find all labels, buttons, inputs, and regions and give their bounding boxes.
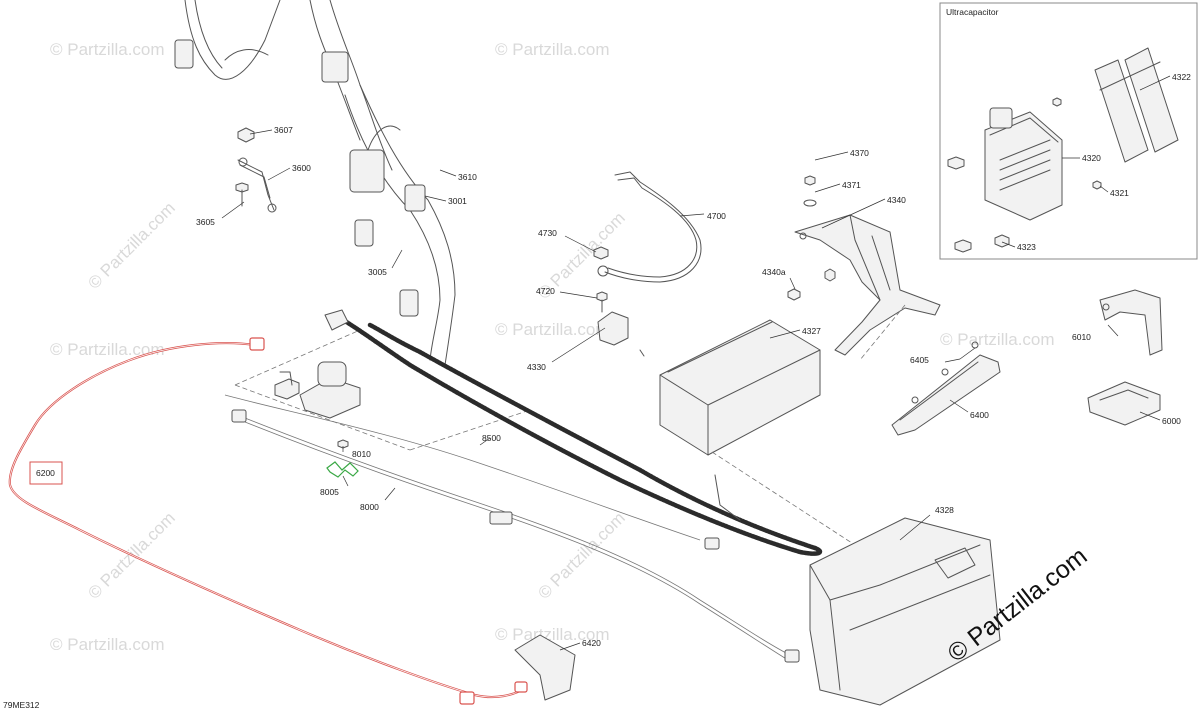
callout-6200[interactable]: 6200	[36, 468, 55, 478]
callout-3607[interactable]: 3607	[274, 125, 293, 135]
watermark: © Partzilla.com	[50, 40, 165, 59]
watermark: © Partzilla.com	[534, 508, 628, 602]
callout-3001[interactable]: 3001	[448, 196, 467, 206]
callout-4370[interactable]: 4370	[850, 148, 869, 158]
callout-4340a[interactable]: 4340a	[762, 267, 786, 277]
callout-6420[interactable]: 6420	[582, 638, 601, 648]
starter-solenoid	[274, 361, 361, 419]
ground-strap-hardware	[235, 127, 277, 213]
terminal-cover	[597, 311, 629, 346]
highlighted-ground-terminal	[326, 461, 359, 478]
callout-3610[interactable]: 3610	[458, 172, 477, 182]
callout-6405[interactable]: 6405	[910, 355, 929, 365]
voltage-regulator	[1087, 381, 1161, 426]
callout-4327[interactable]: 4327	[802, 326, 821, 336]
ultracapacitor-inset: Ultracapacitor	[939, 2, 1198, 260]
callout-4330[interactable]: 4330	[527, 362, 546, 372]
watermark: © Partzilla.com	[84, 198, 178, 292]
callout-6400[interactable]: 6400	[970, 410, 989, 420]
callout-4321[interactable]: 4321	[1110, 188, 1129, 198]
callout-8010[interactable]: 8010	[352, 449, 371, 459]
battery-cable	[597, 171, 702, 283]
terminal-screw	[639, 349, 645, 357]
callout-4700[interactable]: 4700	[707, 211, 726, 221]
watermark: © Partzilla.com	[495, 625, 610, 644]
callout-4371[interactable]: 4371	[842, 180, 861, 190]
battery-bracket	[794, 214, 941, 356]
watermark: © Partzilla.com	[50, 635, 165, 654]
battery	[659, 319, 821, 456]
callout-4730[interactable]: 4730	[538, 228, 557, 238]
callout-8005[interactable]: 8005	[320, 487, 339, 497]
main-wiring-harness	[174, 0, 456, 366]
callout-8500[interactable]: 8500	[482, 433, 501, 443]
battery-terminal-hardware	[593, 246, 609, 313]
ground-wires	[224, 394, 800, 663]
assembly-guide-lines	[234, 304, 906, 546]
callout-4720[interactable]: 4720	[536, 286, 555, 296]
callout-4328[interactable]: 4328	[935, 505, 954, 515]
callout-leaders	[221, 75, 1171, 651]
watermark: © Partzilla.com	[495, 320, 610, 339]
heat-shield	[891, 341, 1001, 436]
partzilla-logo-text: © Partzilla.com	[942, 542, 1092, 668]
figure-code: 79ME312	[3, 700, 40, 710]
callout-labels: 3607 3600 3605 3610 3001 3005 4730 4720 …	[29, 72, 1191, 648]
highlighted-red-cable	[8, 337, 528, 705]
watermark: © Partzilla.com	[495, 40, 610, 59]
callout-4323[interactable]: 4323	[1017, 242, 1036, 252]
cable-support-bracket	[514, 634, 576, 701]
callout-3600[interactable]: 3600	[292, 163, 311, 173]
callout-4322[interactable]: 4322	[1172, 72, 1191, 82]
callout-3605[interactable]: 3605	[196, 217, 215, 227]
partzilla-logo: © Partzilla.com	[928, 535, 1128, 685]
watermark: © Partzilla.com	[940, 330, 1055, 349]
callout-4340[interactable]: 4340	[887, 195, 906, 205]
bracket-hardware	[787, 175, 836, 301]
battery-tray	[809, 517, 1001, 706]
watermark: © Partzilla.com	[50, 340, 165, 359]
callout-8000[interactable]: 8000	[360, 502, 379, 512]
relay-bracket	[1099, 289, 1163, 356]
callout-6010[interactable]: 6010	[1072, 332, 1091, 342]
inset-title: Ultracapacitor	[946, 7, 999, 17]
callout-6000[interactable]: 6000	[1162, 416, 1181, 426]
callout-3005[interactable]: 3005	[368, 267, 387, 277]
positive-cable-harness	[324, 309, 823, 556]
highlight-box-6200	[29, 461, 63, 485]
callout-4320[interactable]: 4320	[1082, 153, 1101, 163]
